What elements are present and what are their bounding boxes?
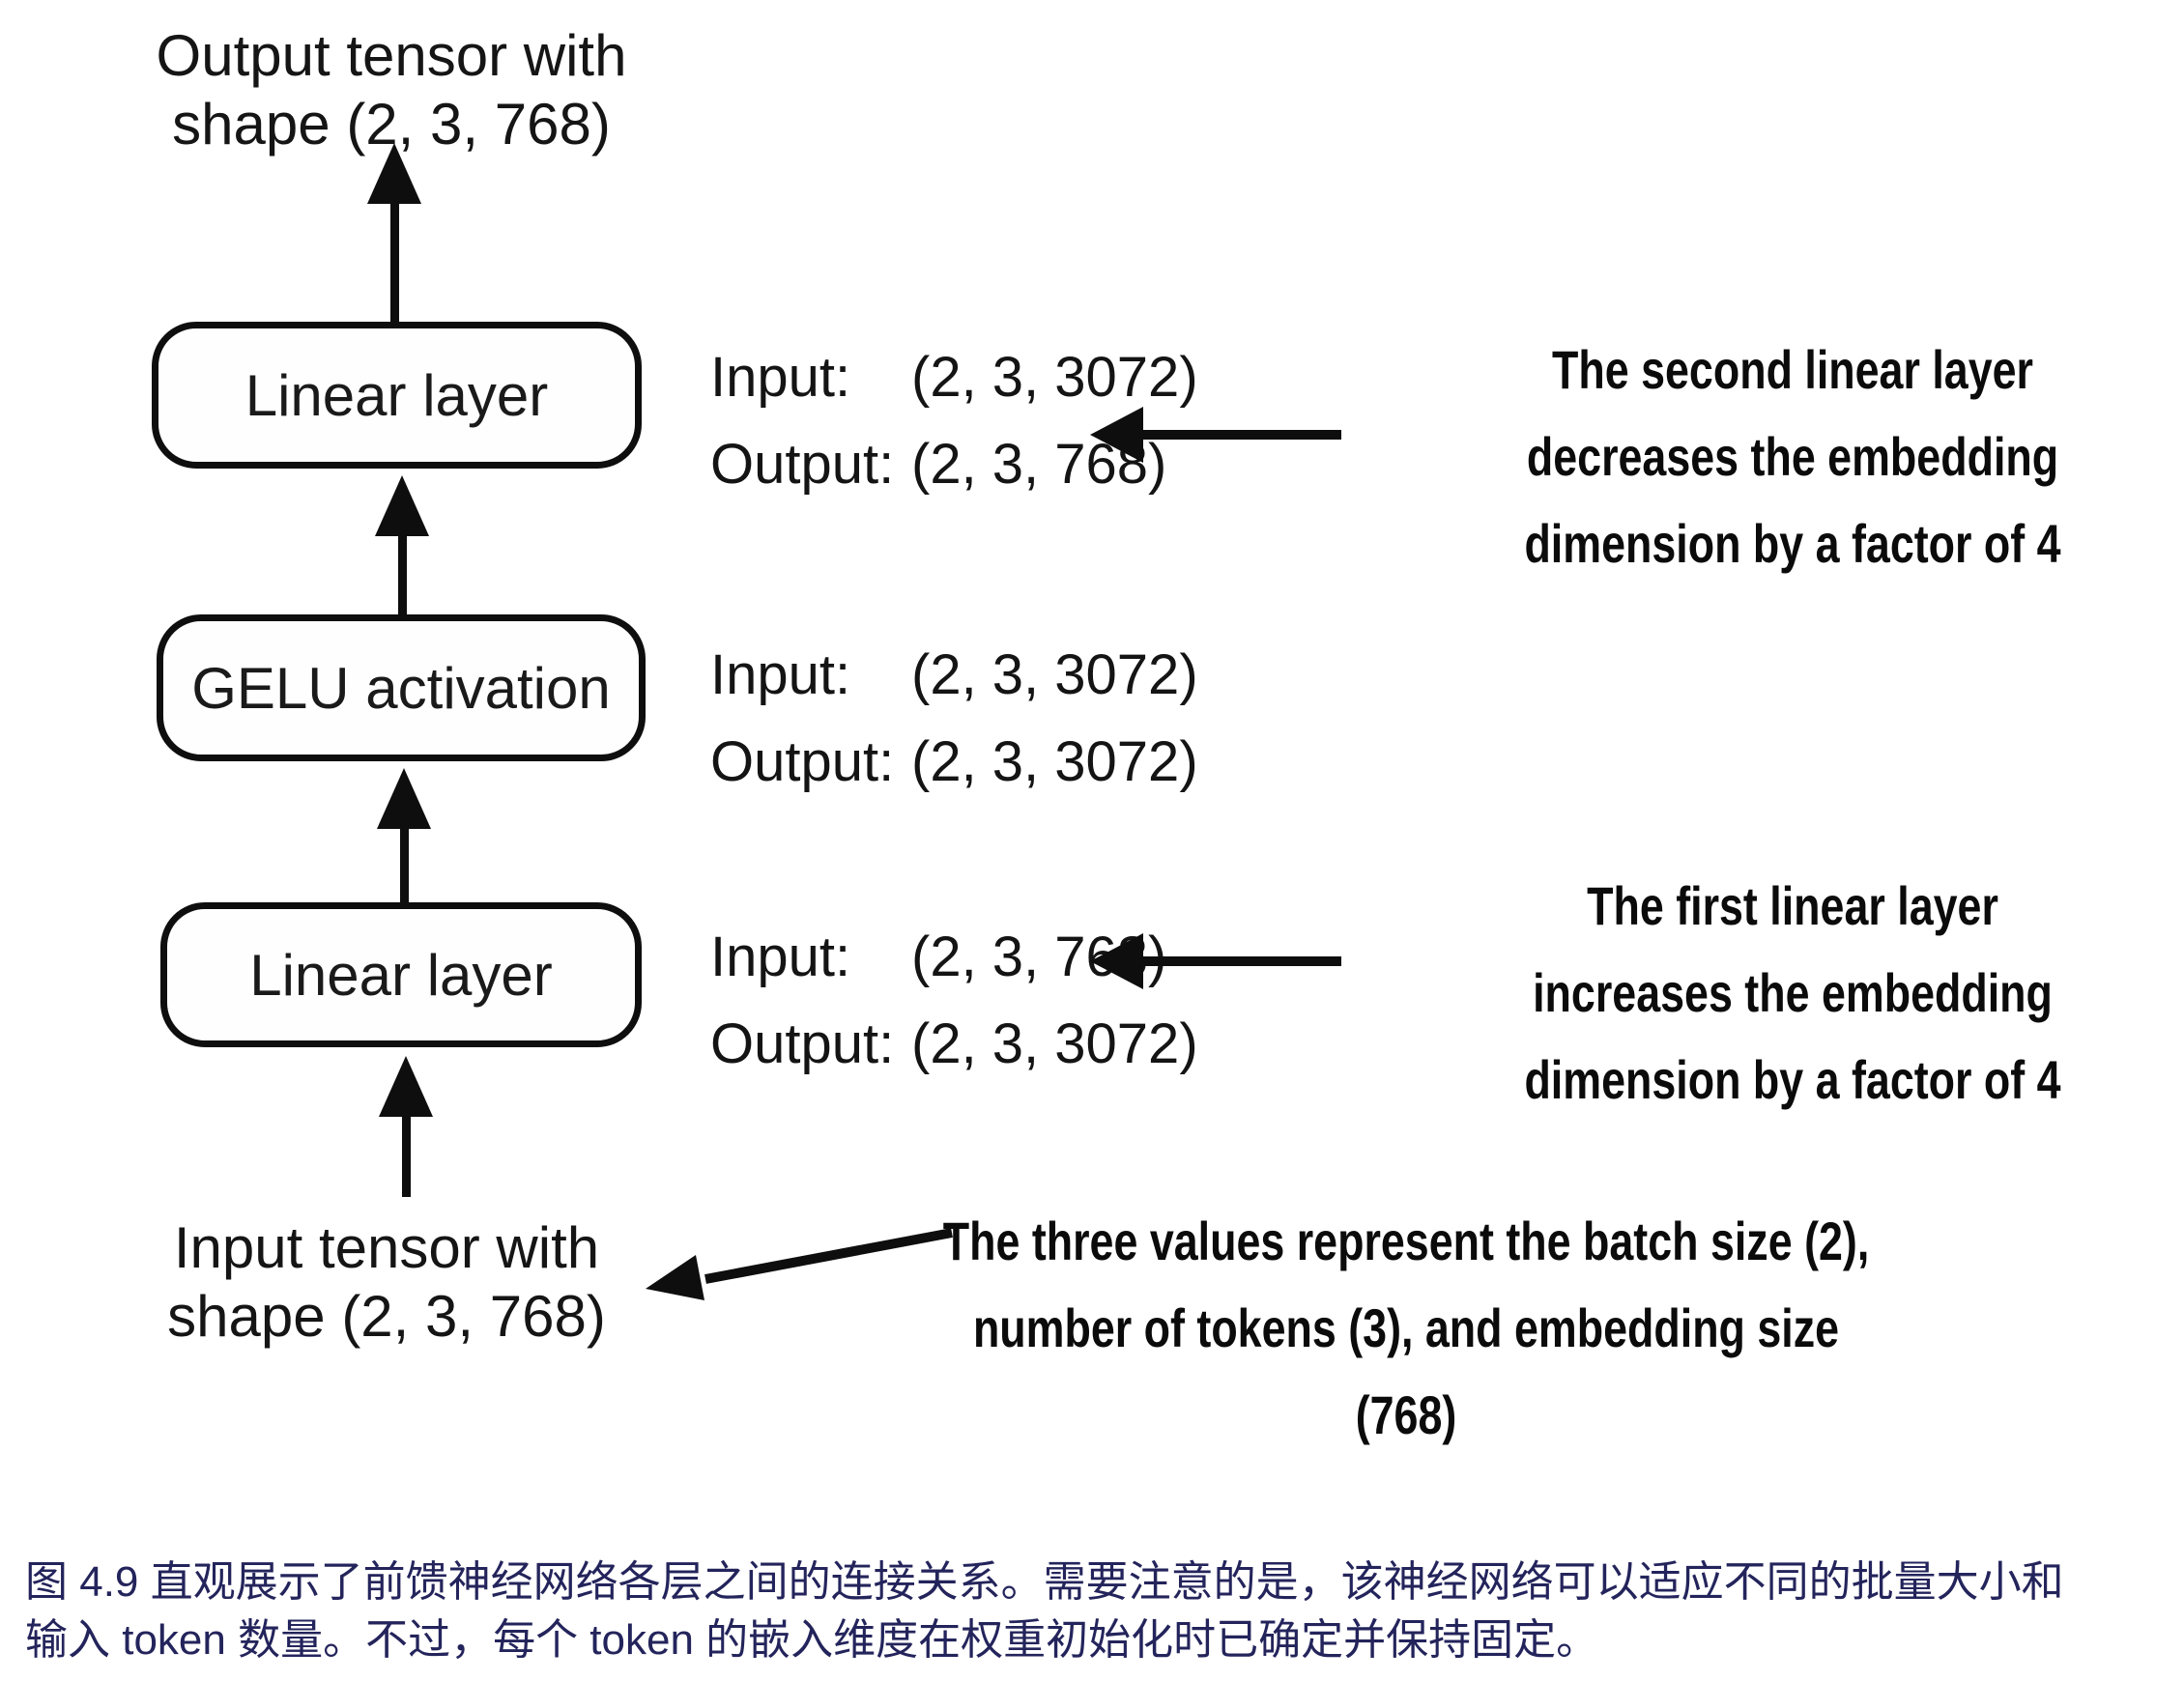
- annotation-second-linear: The second linear layer decreases the em…: [1518, 327, 2067, 587]
- io-row-output: Output: (2, 3, 3072): [710, 718, 1198, 805]
- up-arrow-icon: [377, 768, 431, 903]
- layer-box-gelu-label: GELU activation: [191, 655, 611, 721]
- io-input-label: Input:: [710, 925, 851, 988]
- io-input-label: Input:: [710, 642, 851, 706]
- annotation-first-linear-line2: increases the embedding: [1533, 962, 2053, 1023]
- annotation-second-linear-line2: decreases the embedding: [1526, 426, 2059, 487]
- up-arrow-shaft: [399, 829, 409, 903]
- io-row-input: Input: (2, 3, 3072): [710, 631, 1198, 718]
- left-arrow-icon: [1090, 406, 1341, 464]
- layer-box-linear-first: Linear layer: [160, 902, 642, 1047]
- left-arrow-shaft: [1143, 956, 1341, 966]
- io-block-gelu: Input: (2, 3, 3072) Output: (2, 3, 3072): [710, 631, 1198, 805]
- io-output-label: Output:: [710, 729, 895, 793]
- output-tensor-label: Output tensor with shape (2, 3, 768): [116, 21, 667, 158]
- figure-caption-line2: 输入 token 数量。不过，每个 token 的嵌入维度在权重初始化时已确定并…: [25, 1616, 1599, 1664]
- annotation-first-linear: The first linear layer increases the emb…: [1518, 863, 2067, 1124]
- annotation-tensor-values-line2: number of tokens (3), and embedding size: [972, 1297, 1840, 1358]
- input-tensor-label-line2: shape (2, 3, 768): [167, 1284, 606, 1349]
- up-arrow-shaft: [397, 536, 407, 615]
- io-input-label: Input:: [710, 345, 851, 409]
- layer-box-gelu: GELU activation: [157, 614, 646, 761]
- up-arrow-head: [377, 768, 431, 829]
- layer-box-linear-second: Linear layer: [152, 322, 642, 469]
- up-arrow-icon: [379, 1056, 433, 1197]
- layer-box-linear-second-label: Linear layer: [244, 362, 549, 428]
- io-output-label: Output:: [710, 432, 895, 496]
- up-arrow-shaft: [389, 204, 399, 323]
- output-tensor-label-line1: Output tensor with: [156, 23, 627, 88]
- up-arrow-icon: [375, 475, 429, 615]
- up-arrow-icon: [367, 143, 421, 323]
- left-arrow-icon: [1090, 932, 1341, 990]
- input-tensor-label: Input tensor with shape (2, 3, 768): [135, 1213, 638, 1351]
- layer-box-linear-first-label: Linear layer: [249, 942, 553, 1008]
- input-tensor-label-line1: Input tensor with: [173, 1215, 600, 1280]
- annotation-tensor-values-line3: (768): [1355, 1384, 1457, 1445]
- left-arrow-head: [1090, 933, 1143, 989]
- annotation-second-linear-line3: dimension by a factor of 4: [1524, 513, 2061, 574]
- left-arrow-head: [1090, 407, 1143, 463]
- up-arrow-head: [379, 1056, 433, 1117]
- io-input-shape: (2, 3, 3072): [911, 642, 1198, 706]
- annotation-tensor-values: The three values represent the batch siz…: [942, 1198, 1870, 1459]
- io-row-output: Output: (2, 3, 3072): [710, 1000, 1198, 1087]
- annotation-first-linear-line1: The first linear layer: [1587, 875, 1998, 936]
- io-output-label: Output:: [710, 1011, 895, 1075]
- io-row-output: Output: (2, 3, 768): [710, 420, 1198, 507]
- io-block-second-linear: Input: (2, 3, 3072) Output: (2, 3, 768): [710, 333, 1198, 507]
- up-arrow-shaft: [401, 1117, 411, 1197]
- left-arrow-shaft: [1143, 430, 1341, 440]
- figure-caption: 图 4.9 直观展示了前馈神经网络各层之间的连接关系。需要注意的是，该神经网络可…: [25, 1553, 2064, 1669]
- annotation-first-linear-line3: dimension by a factor of 4: [1524, 1049, 2061, 1110]
- diagonal-left-arrow-icon: [646, 1228, 953, 1300]
- io-output-shape: (2, 3, 3072): [911, 729, 1198, 793]
- up-arrow-head: [375, 475, 429, 536]
- figure-caption-line1: 图 4.9 直观展示了前馈神经网络各层之间的连接关系。需要注意的是，该神经网络可…: [25, 1558, 2064, 1606]
- io-output-shape: (2, 3, 3072): [911, 1011, 1198, 1075]
- io-input-shape: (2, 3, 3072): [911, 345, 1198, 409]
- up-arrow-head: [367, 143, 421, 204]
- io-row-input: Input: (2, 3, 3072): [710, 333, 1198, 420]
- annotation-second-linear-line1: The second linear layer: [1552, 339, 2033, 400]
- annotation-tensor-values-line1: The three values represent the batch siz…: [942, 1211, 1870, 1271]
